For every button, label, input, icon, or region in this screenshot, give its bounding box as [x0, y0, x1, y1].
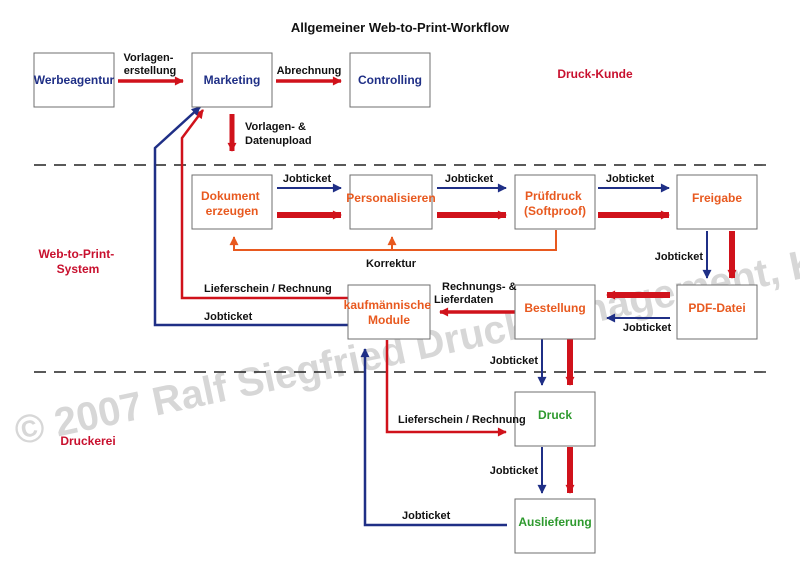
box-label-dokument-line1: Dokument [201, 189, 260, 203]
arrow-jobticket-to-marketing [153, 106, 348, 327]
label-jobticket-freigabe-pdf: Jobticket [655, 251, 704, 263]
label-upload-line2: Datenupload [245, 135, 312, 147]
label-jobticket-marketing: Jobticket [204, 311, 253, 323]
box-label-kaufm-line2: Module [368, 313, 410, 327]
box-label-dokument-line2: erzeugen [206, 204, 259, 218]
zone-label-druckerei: Druckerei [60, 434, 115, 448]
box-label-personalisieren: Personalisieren [346, 191, 435, 205]
box-controlling: Controlling [349, 52, 431, 108]
label-jobticket-1: Jobticket [283, 173, 332, 185]
label-rechnungs-line2: Lieferdaten [434, 294, 494, 306]
box-label-controlling: Controlling [358, 73, 422, 87]
label-korrektur: Korrektur [366, 258, 417, 270]
box-label-dokument: Dokument erzeugen [201, 189, 263, 218]
box-label-marketing: Marketing [204, 73, 261, 87]
label-vorlagen-line2: erstellung [124, 65, 177, 77]
box-auslieferung: Auslieferung [514, 498, 596, 554]
box-label-pdf: PDF-Datei [688, 301, 745, 315]
box-pruefdruck: Prüfdruck (Softproof) [514, 174, 596, 230]
arrow-lieferschein-to-marketing [180, 109, 348, 300]
label-datenupload: Vorlagen- & Datenupload [245, 121, 312, 147]
box-label-druck: Druck [538, 408, 572, 422]
label-lieferschein-druck: Lieferschein / Rechnung [398, 414, 526, 426]
label-lieferschein-marketing: Lieferschein / Rechnung [204, 283, 332, 295]
box-freigabe: Freigabe [676, 174, 758, 230]
box-label-kaufm: kaufmännische Module [344, 298, 435, 327]
box-dokument-erzeugen: Dokument erzeugen [191, 174, 273, 230]
zone-label-web-to-print-system: Web-to-Print- System [38, 247, 117, 276]
label-jobticket-2: Jobticket [445, 173, 494, 185]
box-label-kaufm-line1: kaufmännische [344, 298, 432, 312]
label-vorlagen-line1: Vorlagen- [124, 52, 174, 64]
box-marketing: Marketing [191, 52, 273, 108]
box-bestellung: Bestellung [514, 284, 596, 340]
zone-label-system-line1: Web-to-Print- [38, 247, 114, 261]
label-jobticket-auslieferung: Jobticket [402, 510, 451, 522]
box-druck: Druck [514, 391, 596, 447]
label-jobticket-3: Jobticket [606, 173, 655, 185]
zone-label-system-line2: System [57, 262, 100, 276]
arrow-lieferschein-to-druck [385, 340, 507, 437]
label-vorlagenerstellung: Vorlagen- erstellung [124, 52, 177, 77]
box-label-freigabe: Freigabe [692, 191, 742, 205]
box-label-auslieferung: Auslieferung [518, 515, 591, 529]
label-jobticket-bestellung-druck: Jobticket [490, 355, 539, 367]
label-rechnungs-line1: Rechnungs- & [442, 281, 517, 293]
arrow-korrektur-line [229, 230, 557, 251]
box-kaufmaennische-module: kaufmännische Module [344, 284, 435, 340]
box-label-werbeagentur: Werbeagentur [34, 73, 115, 87]
diagram-title: Allgemeiner Web-to-Print-Workflow [291, 20, 510, 35]
label-jobticket-druck-auslieferung: Jobticket [490, 465, 539, 477]
label-jobticket-pdf-bestellung: Jobticket [623, 322, 672, 334]
box-label-pruefdruck-line1: Prüfdruck [525, 189, 582, 203]
label-rechnungs-lieferdaten: Rechnungs- & Lieferdaten [434, 281, 520, 306]
box-label-pruefdruck: Prüfdruck (Softproof) [524, 189, 586, 218]
box-label-bestellung: Bestellung [524, 301, 585, 315]
zone-label-druck-kunde: Druck-Kunde [557, 67, 633, 81]
label-abrechnung: Abrechnung [277, 65, 342, 77]
arrow-jobticket-auslieferung-kaufm [360, 348, 507, 527]
box-werbeagentur: Werbeagentur [33, 52, 115, 108]
box-label-pruefdruck-line2: (Softproof) [524, 204, 586, 218]
box-pdf-datei: PDF-Datei [676, 284, 758, 340]
label-upload-line1: Vorlagen- & [245, 121, 306, 133]
box-personalisieren: Personalisieren [346, 174, 436, 230]
